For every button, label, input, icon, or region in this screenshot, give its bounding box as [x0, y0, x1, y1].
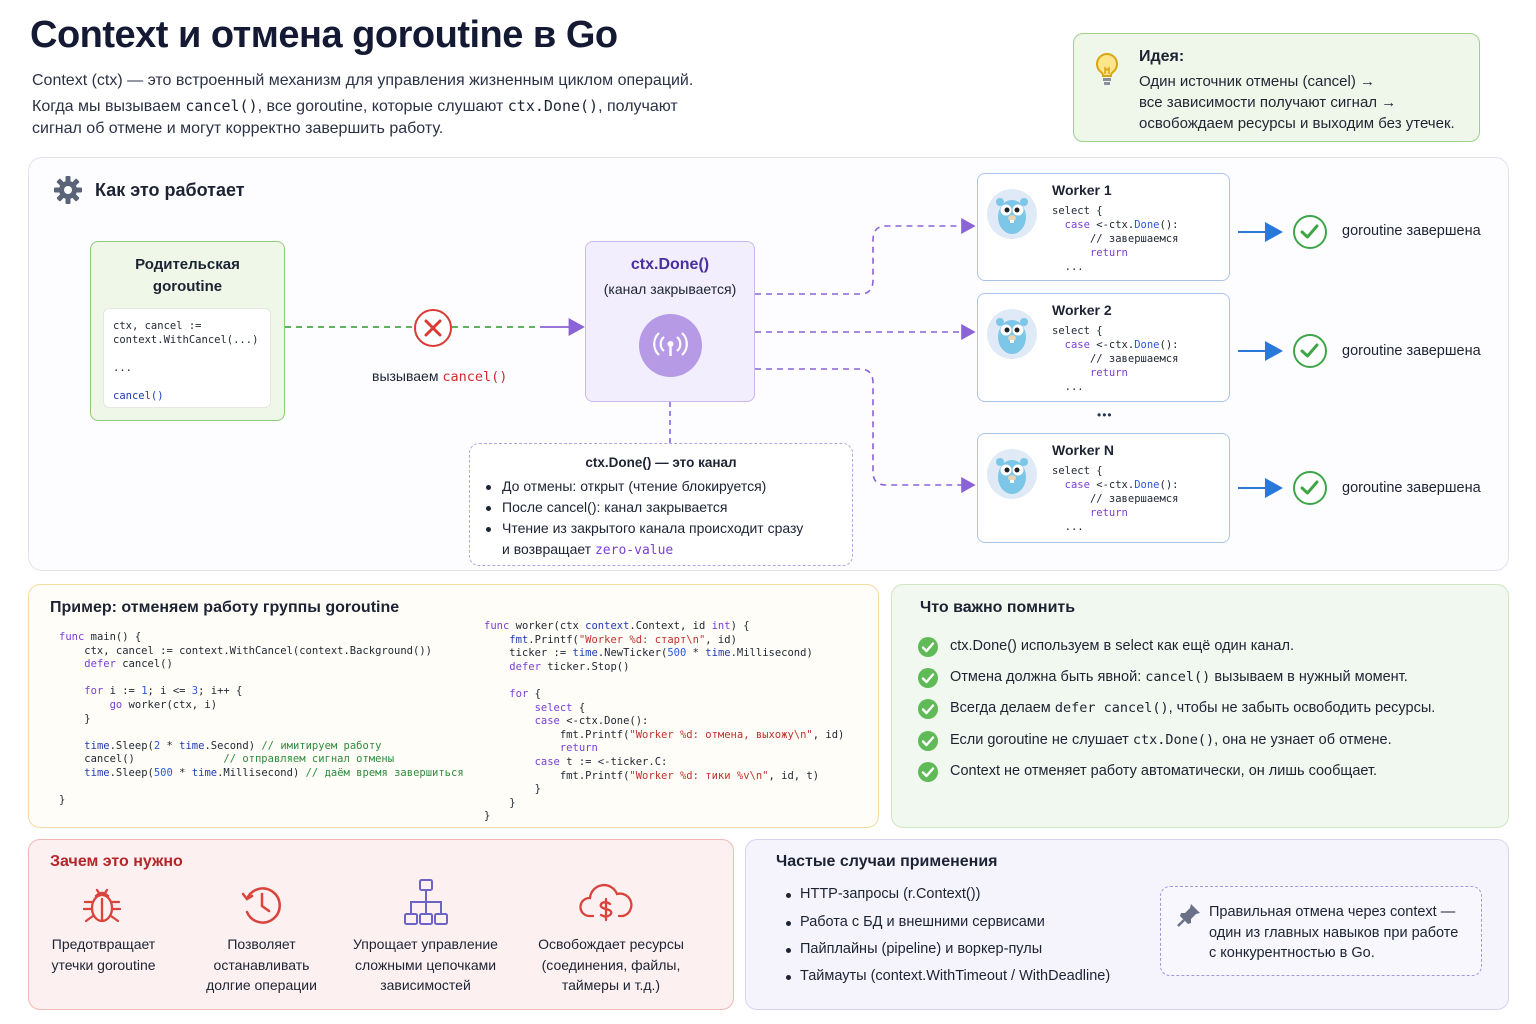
- check-circle-icon: [1293, 471, 1327, 505]
- worker-code: select { case <-ctx.Done(): // завершаем…: [1052, 205, 1179, 273]
- idea-line: все зависимости получают сигнал →: [1139, 94, 1397, 111]
- note-line: с конкурентностью в Go.: [1209, 945, 1375, 961]
- page-title: Context и отмена goroutine в Go: [30, 14, 618, 56]
- why-title: Зачем это нужно: [50, 853, 183, 870]
- remember-title: Что важно помнить: [920, 599, 1076, 616]
- check-icon: [918, 762, 938, 782]
- main-code: func main() { ctx, cancel := context.Wit…: [59, 631, 464, 807]
- channel-title: ctx.Done() — это канал: [585, 455, 737, 470]
- use-cases-panel: Частые случаи применения HTTP-запросы (r…: [745, 839, 1509, 1010]
- idea-title: Идея:: [1139, 48, 1185, 65]
- bullet: [486, 527, 491, 532]
- bullet: [786, 893, 791, 898]
- channel-item: Чтение из закрытого канала происходит ср…: [502, 520, 804, 536]
- worker-name: Worker 2: [1052, 302, 1112, 318]
- hierarchy-icon: [404, 879, 448, 925]
- gopher-icon: [987, 189, 1037, 239]
- bug-icon: [82, 888, 122, 923]
- goroutine-done-label: goroutine завершена: [1342, 480, 1481, 496]
- example-title: Пример: отменяем работу группы goroutine: [50, 599, 400, 616]
- workers-ellipsis: •••: [1097, 408, 1113, 422]
- idea-line: освобождаем ресурсы и выходим без утечек…: [1139, 115, 1455, 132]
- flow-connectors: [285, 218, 1283, 498]
- intro-line-3: сигнал об отмене и могут корректно завер…: [32, 120, 444, 137]
- remember-item: Всегда делаем defer cancel(), чтобы не з…: [950, 700, 1436, 716]
- worker-name: Worker N: [1052, 442, 1114, 458]
- pin-icon: [1177, 904, 1200, 927]
- lightbulb-icon: [1096, 52, 1118, 85]
- gear-icon: [54, 176, 82, 204]
- worker-card: Worker 2 select { case <-ctx.Done(): // …: [977, 293, 1230, 402]
- channel-item: После cancel(): канал закрывается: [502, 499, 728, 515]
- remember-item: Отмена должна быть явной: cancel() вызыв…: [950, 669, 1408, 685]
- bullet: [786, 975, 791, 980]
- channel-explainer-box: ctx.Done() — это канал До отмены: открыт…: [469, 443, 853, 566]
- use-case-item: Пайплайны (pipeline) и воркер-пулы: [800, 941, 1043, 957]
- goroutine-done-label: goroutine завершена: [1342, 223, 1481, 239]
- worker-code: select { case <-ctx.Done(): // завершаем…: [1052, 325, 1179, 393]
- worker-func-code: func worker(ctx context.Context, id int)…: [484, 620, 845, 823]
- use-case-item: Работа с БД и внешними сервисами: [800, 914, 1045, 930]
- gopher-icon: [987, 449, 1037, 499]
- note-box: Правильная отмена через context — один и…: [1160, 886, 1482, 976]
- broadcast-signal-icon: [639, 314, 702, 377]
- ctx-done-title: ctx.Done(): [630, 256, 710, 273]
- use-case-item: HTTP-запросы (r.Context()): [800, 886, 981, 902]
- channel-item: До отмены: открыт (чтение блокируется): [502, 478, 767, 494]
- check-circle-icon: [1293, 215, 1327, 249]
- note-line: Правильная отмена через context —: [1209, 904, 1456, 920]
- remember-item: Context не отменяет работу автоматически…: [950, 763, 1378, 779]
- remember-item: ctx.Done() используем в select как ещё о…: [950, 638, 1294, 654]
- remember-panel: Что важно помнить ctx.Done() используем …: [891, 584, 1509, 828]
- note-line: один из главных навыков при работе: [1209, 925, 1459, 941]
- ctx-done-subtitle: (канал закрывается): [603, 281, 737, 297]
- bullet: [486, 506, 491, 511]
- why-item: Освобождает ресурсы(соединения, файлы,та…: [538, 936, 684, 993]
- ctx-done-box: ctx.Done() (канал закрывается): [585, 241, 755, 402]
- idea-line: Один источник отмены (cancel) →: [1139, 73, 1376, 90]
- channel-item-cont: и возвращает zero-value: [502, 541, 674, 558]
- bullet: [486, 485, 491, 490]
- worker-card: Worker 1 select { case <-ctx.Done(): // …: [977, 173, 1230, 281]
- check-icon: [918, 668, 938, 688]
- remember-item: Если goroutine не слушает ctx.Done(), он…: [950, 732, 1392, 748]
- use-cases-title: Частые случаи применения: [776, 853, 998, 870]
- idea-box: Идея: Один источник отмены (cancel) → вс…: [1073, 33, 1480, 142]
- check-circle-icon: [1293, 334, 1327, 368]
- check-icon: [918, 637, 938, 657]
- intro-line-1: Context (ctx) — это встроенный механизм …: [32, 72, 694, 89]
- goroutine-done-label: goroutine завершена: [1342, 343, 1481, 359]
- how-title: Как это работает: [95, 180, 245, 200]
- bullet: [786, 948, 791, 953]
- use-case-item: Таймауты (context.WithTimeout / WithDead…: [800, 968, 1111, 984]
- clock-icon: [241, 887, 281, 924]
- worker-name: Worker 1: [1052, 182, 1112, 198]
- check-icon: [918, 731, 938, 751]
- example-panel: Пример: отменяем работу группы goroutine…: [28, 584, 879, 828]
- cancel-x-icon: [414, 309, 452, 347]
- parent-code: ctx, cancel := context.WithCancel(...) .…: [103, 308, 271, 408]
- gopher-icon: [987, 309, 1037, 359]
- worker-code: select { case <-ctx.Done(): // завершаем…: [1052, 465, 1179, 533]
- worker-card: Worker N select { case <-ctx.Done(): // …: [977, 433, 1230, 543]
- bullet: [786, 921, 791, 926]
- intro-line-2: Когда мы вызываем cancel(), все goroutin…: [32, 97, 678, 115]
- check-icon: [918, 699, 938, 719]
- call-cancel-label: вызываем cancel(): [372, 368, 508, 385]
- cloud-dollar-icon: [579, 883, 633, 922]
